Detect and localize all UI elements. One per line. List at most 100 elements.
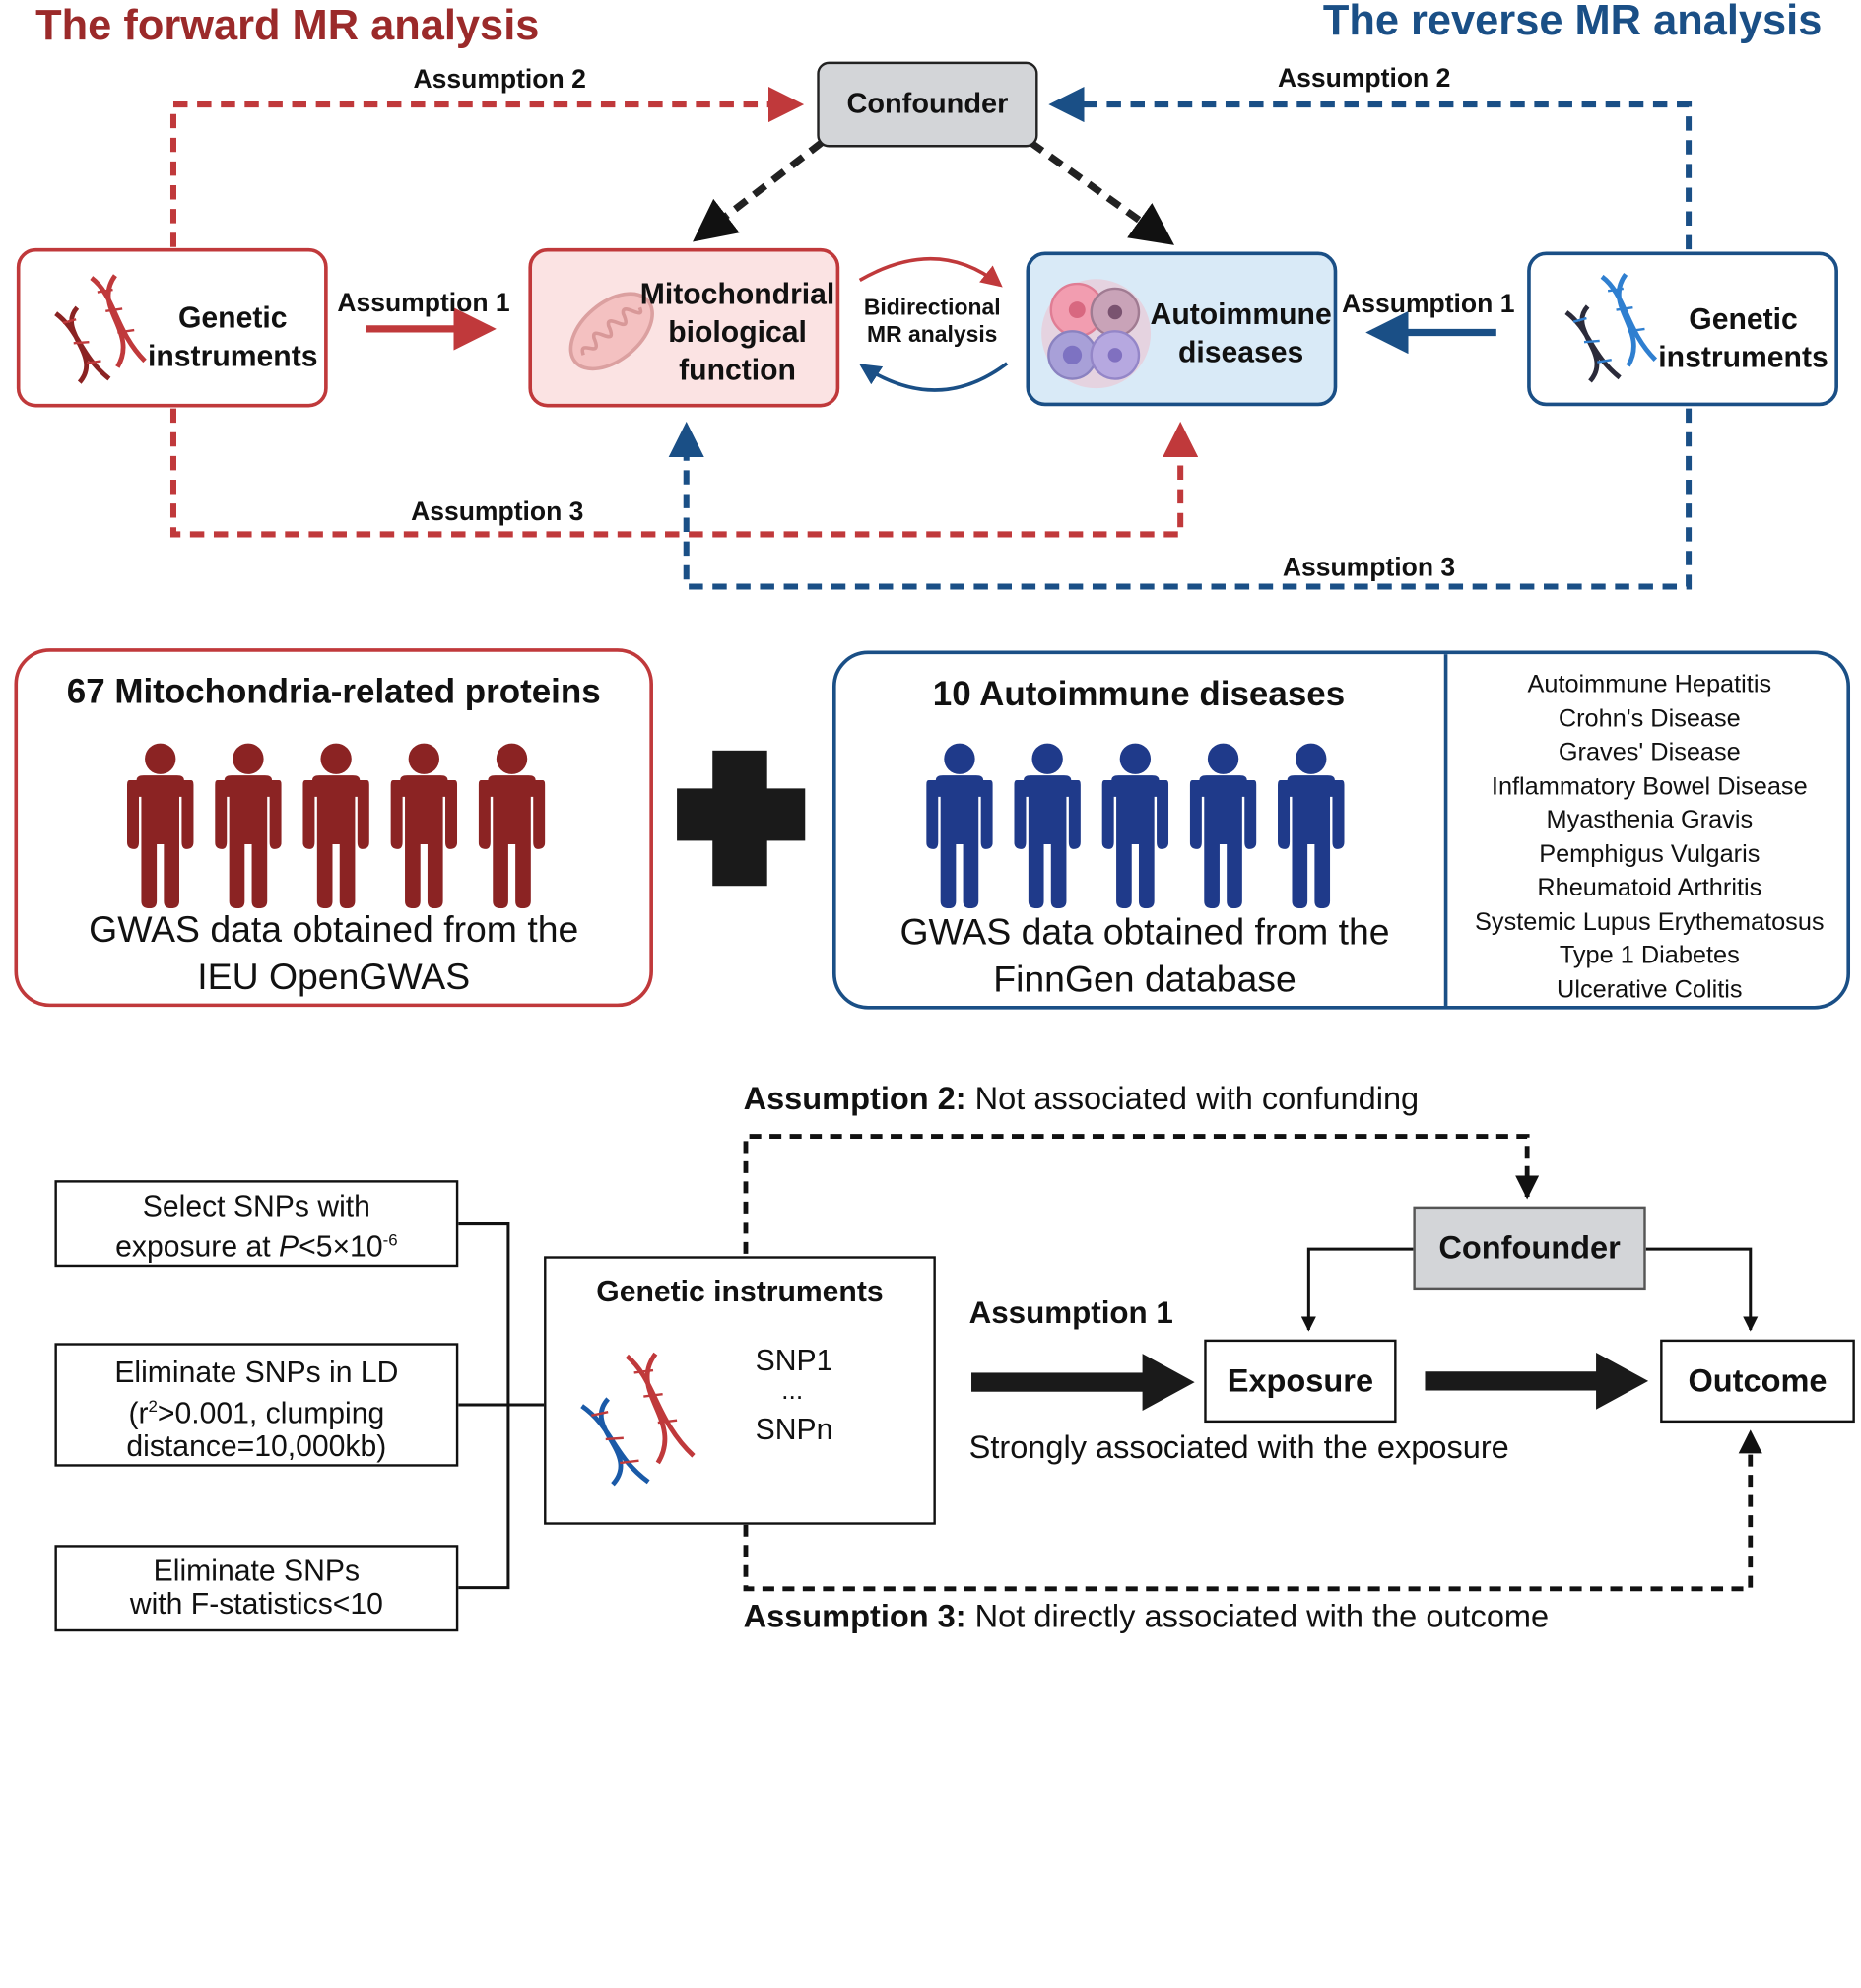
person-icon: [302, 743, 369, 909]
person-group-red: [126, 742, 555, 909]
person-icon: [390, 743, 458, 909]
confounder-to-outcome-line: [1645, 1247, 1759, 1332]
person-icon: [302, 742, 369, 914]
eliminate-f-box: Eliminate SNPs with F-statistics<10: [54, 1545, 459, 1632]
forward-assumption3-line: [169, 408, 1199, 538]
mito-proteins-caption: GWAS data obtained from the IEU OpenGWAS: [18, 906, 649, 1001]
confounder-bottom-label: Confounder: [1438, 1229, 1621, 1266]
assumption2-name: Assumption 2:: [743, 1080, 966, 1117]
dna-icon: [54, 274, 147, 384]
genetic-left-line2: instruments: [148, 339, 318, 373]
confounder-node-top: Confounder: [817, 61, 1038, 148]
reverse-assumption3-label: Assumption 3: [1282, 552, 1456, 582]
genetic-left-text: Genetic instruments: [144, 299, 322, 375]
person-icon: [390, 742, 458, 914]
mitochondria-icon: [568, 292, 654, 371]
disease-item: Crohn's Disease: [1558, 704, 1741, 733]
mito-line2: biological: [668, 315, 807, 350]
select-snps-box: Select SNPs with exposure at P<5×10-6: [54, 1180, 459, 1268]
select-snps-threshold: <5×10: [299, 1230, 383, 1264]
exposure-node: Exposure: [1204, 1339, 1397, 1424]
eliminate-ld-r: (r: [128, 1396, 149, 1430]
select-snps-p: P: [278, 1230, 299, 1264]
bottom-assumption1-label: Assumption 1: [968, 1293, 1173, 1331]
eliminate-ld-line2: (r2>0.001, clumping: [57, 1389, 456, 1430]
select-snps-exponent: -6: [382, 1229, 398, 1250]
bottom-assumption2-label: Assumption 2: Not associated with confun…: [744, 1081, 1420, 1117]
assumption3-desc: Not directly associated with the outcome: [965, 1598, 1550, 1634]
dna-icon: [1564, 273, 1658, 383]
mito-text: Mitochondrial biological function: [634, 276, 841, 390]
eliminate-ld-exponent: 2: [148, 1396, 158, 1416]
reverse-assumption2-label: Assumption 2: [1278, 62, 1451, 94]
disease-list: Autoimmune Hepatitis Crohn's Disease Gra…: [1447, 669, 1851, 1008]
mito-proteins-title: 67 Mitochondria-related proteins: [66, 673, 601, 712]
genetic-right-line2: instruments: [1658, 340, 1828, 374]
person-icon: [1101, 743, 1169, 909]
confounder-label: Confounder: [846, 88, 1009, 120]
eliminate-f-line1: Eliminate SNPs: [153, 1554, 361, 1588]
autoimmune-line1: Autoimmune: [1150, 298, 1332, 332]
autoimmune-panel-title: 10 Autoimmune diseases: [932, 675, 1346, 714]
disease-item: Ulcerative Colitis: [1557, 975, 1743, 1003]
reverse-title: The reverse MR analysis: [1322, 0, 1823, 44]
confounder-to-autoimmune-line: [1029, 139, 1174, 245]
person-icon: [1189, 743, 1257, 909]
autoimmune-line2: diseases: [1177, 336, 1304, 369]
disease-item: Systemic Lupus Erythematosus: [1475, 907, 1825, 936]
autoimmune-panel: 10 Autoimmune diseases GWAS data obtaine…: [831, 650, 1851, 1010]
forward-assumption2-line: [169, 86, 805, 247]
filter-bracket: [458, 1222, 545, 1590]
person-icon: [1014, 743, 1081, 909]
confounder-node-bottom: Confounder: [1413, 1206, 1646, 1291]
connector-layer: [169, 86, 1762, 1592]
person-icon: [1278, 742, 1345, 914]
mito-caption-line1: GWAS data obtained from the: [89, 908, 579, 951]
person-icon: [1101, 742, 1169, 914]
select-snps-line2: exposure at P<5×10-6: [57, 1224, 456, 1264]
eliminate-ld-line3: distance=10,000kb): [126, 1429, 387, 1464]
eliminate-ld-line1: Eliminate SNPs in LD: [114, 1356, 399, 1390]
reverse-assumption2-line: [1048, 86, 1693, 250]
genetic-instruments-left: Genetic instruments: [16, 247, 328, 408]
disease-item: Myasthenia Gravis: [1546, 806, 1754, 834]
disease-item: Inflammatory Bowel Disease: [1491, 772, 1808, 800]
forward-assumption2-label: Assumption 2: [413, 64, 586, 95]
outcome-node: Outcome: [1660, 1339, 1855, 1424]
autoimmune-text: Autoimmune diseases: [1146, 296, 1336, 371]
assumption2-desc: Not associated with confunding: [965, 1080, 1420, 1117]
genetic-box-title: Genetic instruments: [596, 1275, 884, 1309]
exposure-to-outcome-big-arrow: [1425, 1352, 1649, 1410]
eliminate-ld-threshold: >0.001, clumping: [157, 1396, 385, 1430]
disease-item: Autoimmune Hepatitis: [1527, 671, 1772, 698]
genetic-right-text: Genetic instruments: [1654, 300, 1832, 376]
exposure-label: Exposure: [1227, 1362, 1374, 1399]
person-icon: [926, 743, 993, 909]
confounder-to-mito-line: [693, 139, 825, 242]
person-icon: [1189, 742, 1257, 914]
mito-line3: function: [679, 354, 796, 387]
mito-caption-line2: IEU OpenGWAS: [197, 956, 471, 998]
bottom-assumption3-label: Assumption 3: Not directly associated wi…: [744, 1598, 1550, 1634]
forward-assumption1-label: Assumption 1: [337, 287, 510, 317]
reverse-assumption1-label: Assumption 1: [1342, 288, 1515, 319]
immune-cells-icon: [1041, 279, 1152, 389]
eliminate-ld-box: Eliminate SNPs in LD (r2>0.001, clumping…: [54, 1343, 459, 1467]
assumption3-name: Assumption 3:: [743, 1598, 966, 1634]
person-icon: [126, 743, 194, 909]
person-icon: [215, 742, 282, 914]
confounder-to-exposure-line: [1300, 1247, 1414, 1332]
snp1-label: SNP1: [755, 1344, 833, 1378]
autoimmune-caption-line2: FinnGen database: [993, 958, 1296, 1000]
genetic-instruments-box: Genetic instruments SNP1 ... SNPn: [544, 1256, 936, 1525]
autoimmune-caption-line1: GWAS data obtained from the: [899, 910, 1390, 953]
genetic-right-line1: Genetic: [1689, 302, 1798, 337]
panel-divider: [1443, 654, 1448, 1006]
person-group-blue: [926, 742, 1354, 909]
autoimmune-panel-caption: GWAS data obtained from the FinnGen data…: [836, 908, 1454, 1003]
bottom-assumption1-desc: Strongly associated with the exposure: [968, 1429, 1509, 1466]
reverse-assumption3-line: [668, 408, 1693, 590]
bidirectional-line2: MR analysis: [867, 322, 998, 349]
person-icon: [215, 743, 282, 909]
